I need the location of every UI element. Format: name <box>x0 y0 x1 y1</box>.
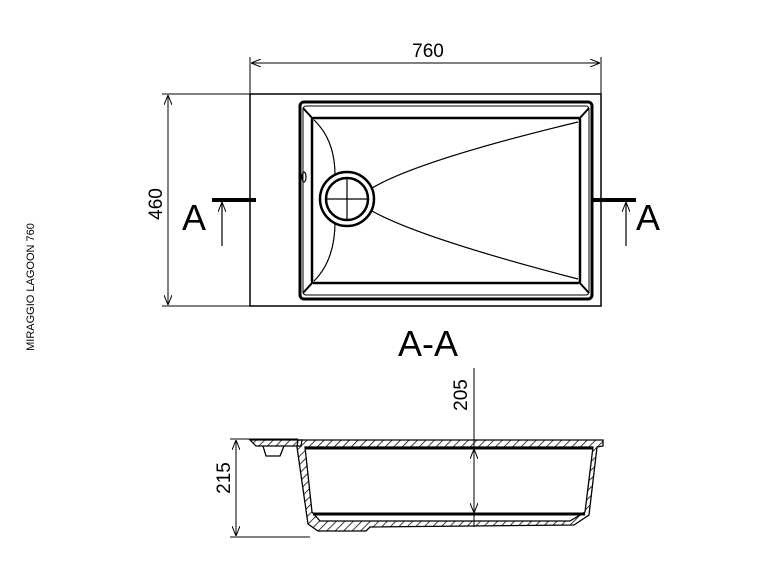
height-label: 215 <box>214 462 235 494</box>
plan-view <box>162 57 636 307</box>
section-view <box>230 368 604 538</box>
bowl-interior <box>304 446 594 522</box>
bowl-bottom <box>310 116 582 285</box>
bowl-depth-label: 205 <box>451 379 472 411</box>
depth-label: 460 <box>146 188 167 220</box>
overflow-hole <box>301 171 307 183</box>
section-mark-left: A <box>182 197 206 238</box>
bowl-rim <box>298 100 594 301</box>
section-title: A-A <box>398 323 458 364</box>
section-mark-right: A <box>636 197 660 238</box>
model-name: MIRAGGIO LAGOON 760 <box>25 223 37 351</box>
drain-icon <box>318 170 376 228</box>
width-label: 760 <box>412 41 444 62</box>
